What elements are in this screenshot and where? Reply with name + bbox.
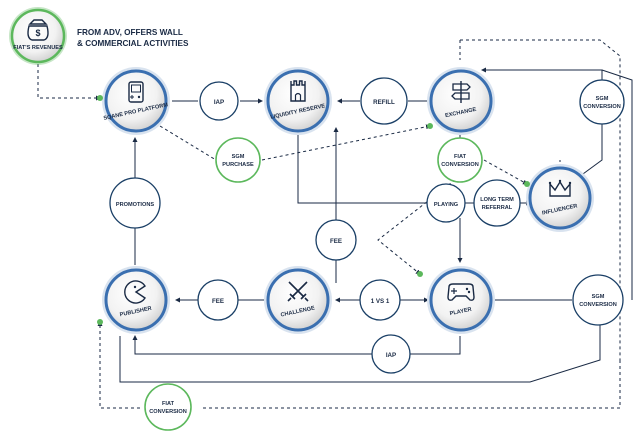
fiat-revenues-node: $ FIAT'S REVENUES <box>9 7 67 65</box>
pill-fee-mid: FEE <box>315 219 357 261</box>
pacman-icon <box>124 280 146 304</box>
pill-1-vs-1: 1 VS 1 <box>359 279 401 321</box>
svg-text:CONVERSION: CONVERSION <box>441 162 479 168</box>
player-node: PLAYER <box>427 266 495 334</box>
pill-sgm-conversion-right: SGM CONVERSION <box>572 274 624 326</box>
svg-text:FEE: FEE <box>330 238 342 245</box>
green-junction-dots <box>97 95 530 325</box>
svg-text:FIAT: FIAT <box>454 154 467 160</box>
svg-text:FEE: FEE <box>212 298 224 305</box>
svg-text:IAP: IAP <box>214 99 224 106</box>
svg-text:PURCHASE: PURCHASE <box>222 162 254 168</box>
liquidity-reserve-node: LIQUIDITY RESERVE <box>264 67 332 135</box>
pill-long-term-referral: LONG TERM REFERRAL <box>473 179 521 227</box>
svg-text:SGM: SGM <box>592 294 605 300</box>
pill-sgm-purchase: SGM PURCHASE <box>215 137 261 183</box>
pill-fiat-conversion-mid: FIAT CONVERSION <box>437 137 483 183</box>
sqane-pro-platform-node: SQANE PRO PLATFORM <box>102 67 170 135</box>
svg-text:CONVERSION: CONVERSION <box>583 104 621 110</box>
pill-refill: REFILL <box>360 77 408 125</box>
castle-tower-icon <box>290 80 306 102</box>
pill-playing: PLAYING <box>426 183 466 223</box>
svg-text:IAP: IAP <box>386 352 396 359</box>
fiat-revenues-label: FIAT'S REVENUES <box>13 45 63 51</box>
pill-fee-left: FEE <box>197 279 239 321</box>
influencer-node: INFLUENCER <box>526 164 594 232</box>
pill-iap-bottom: IAP <box>371 334 411 374</box>
gamepad-icon <box>447 283 475 301</box>
svg-text:PROMOTIONS: PROMOTIONS <box>116 202 154 208</box>
svg-text:FIAT: FIAT <box>162 401 175 407</box>
exchange-node: EXCHANGE <box>427 67 495 135</box>
svg-text:SGM: SGM <box>596 96 609 102</box>
dashed-connectors <box>37 39 621 409</box>
crown-icon <box>548 179 572 197</box>
svg-text:CONVERSION: CONVERSION <box>149 409 187 415</box>
svg-text:LONG TERM: LONG TERM <box>480 197 514 203</box>
svg-text:REFILL: REFILL <box>373 99 395 106</box>
publisher-node: PUBLISHER <box>102 266 170 334</box>
header-note: FROM ADV, OFFERS WALL & COMMERCIAL ACTIV… <box>77 28 189 48</box>
handheld-console-icon <box>128 81 144 103</box>
pill-iap-top: IAP <box>199 81 239 121</box>
player-label: PLAYER <box>449 307 472 317</box>
svg-text:CONVERSION: CONVERSION <box>579 302 617 308</box>
pill-fiat-conversion-bottom: FIAT CONVERSION <box>144 383 192 431</box>
signpost-icon <box>451 81 471 103</box>
svg-text:SGM: SGM <box>232 154 245 160</box>
svg-text:$: $ <box>35 28 40 38</box>
svg-text:REFERRAL: REFERRAL <box>482 205 513 211</box>
pill-sgm-conversion-top: SGM CONVERSION <box>579 79 625 125</box>
svg-text:PLAYING: PLAYING <box>434 202 458 208</box>
challenge-node: CHALLENGE <box>264 266 332 334</box>
pill-promotions: PROMOTIONS <box>109 177 161 229</box>
crossed-swords-icon <box>287 281 309 302</box>
header-note-line2: & COMMERCIAL ACTIVITIES <box>77 39 189 48</box>
money-bag-dollar-icon: $ <box>27 19 49 41</box>
svg-text:1 VS 1: 1 VS 1 <box>371 298 390 305</box>
header-note-line1: FROM ADV, OFFERS WALL <box>77 28 183 37</box>
solid-connectors <box>119 67 633 383</box>
